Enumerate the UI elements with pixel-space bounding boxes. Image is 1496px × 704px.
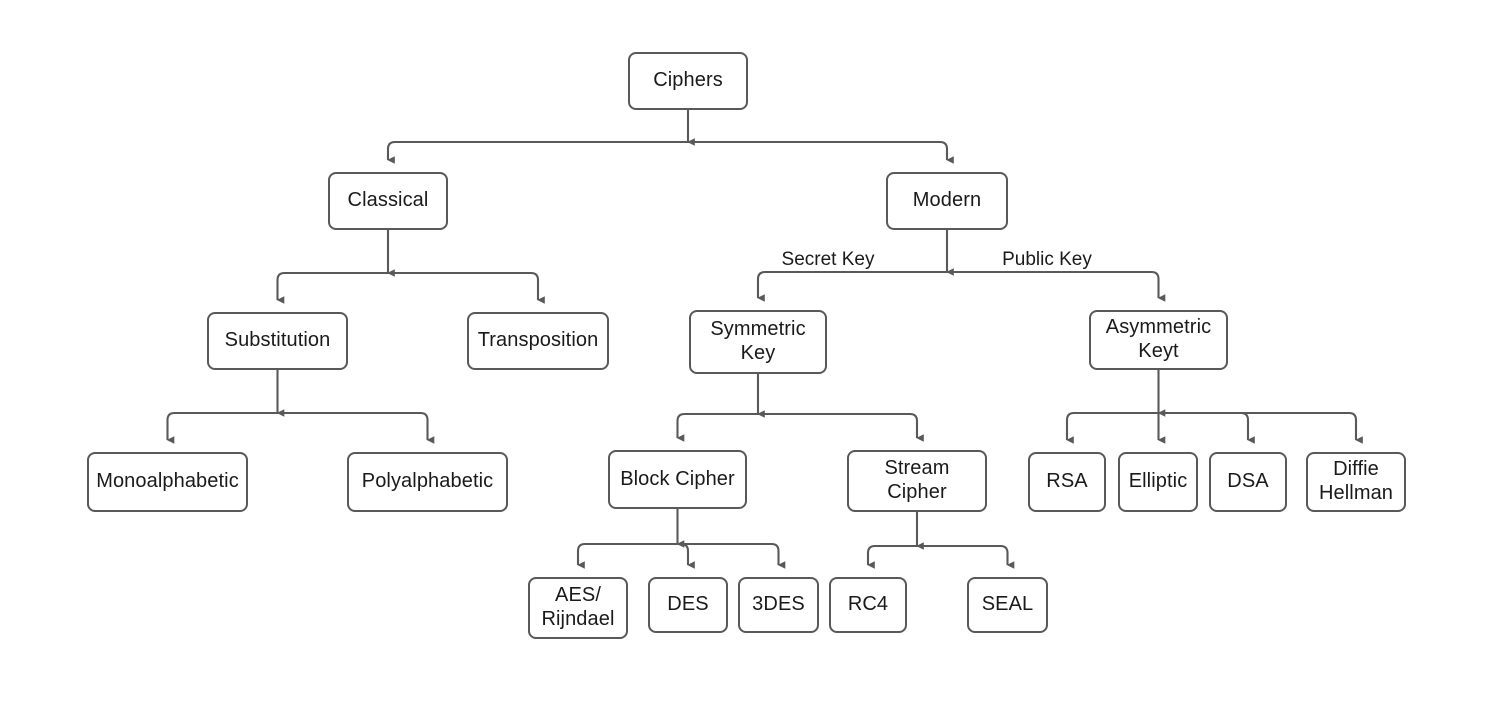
edge-symmetric-to-blockcipher	[676, 412, 758, 442]
edge-classical-to-substitution	[276, 271, 388, 304]
edge-substitution-to-monoalphabetic	[166, 411, 278, 444]
edge-streamcipher-to-seal	[917, 544, 1015, 569]
edge-blockcipher-to-3des	[677, 542, 786, 569]
node-aesrijndael[interactable]: AES/ Rijndael	[528, 577, 628, 639]
edge-modern-to-asymmetric	[947, 270, 1166, 302]
edge-streamcipher-to-rc4	[866, 544, 917, 569]
node-diffiehellman[interactable]: Diffie Hellman	[1306, 452, 1406, 512]
node-classical[interactable]: Classical	[328, 172, 448, 230]
node-des[interactable]: DES	[648, 577, 728, 633]
edge-ciphers-to-classical	[386, 140, 688, 164]
node-asymmetric[interactable]: Asymmetric Keyt	[1089, 310, 1228, 370]
node-ciphers[interactable]: Ciphers	[628, 52, 748, 110]
node-modern[interactable]: Modern	[886, 172, 1008, 230]
node-monoalphabetic[interactable]: Monoalphabetic	[87, 452, 248, 512]
node-dsa[interactable]: DSA	[1209, 452, 1287, 512]
edge-modern-to-symmetric	[756, 270, 947, 302]
node-substitution[interactable]: Substitution	[207, 312, 348, 370]
edge-symmetric-to-streamcipher	[758, 412, 924, 442]
edge-label-secret-key: Secret Key	[776, 249, 880, 271]
edge-blockcipher-to-aesrijndael	[576, 542, 678, 569]
edge-ciphers-to-modern	[688, 140, 954, 164]
node-rc4[interactable]: RC4	[829, 577, 907, 633]
edge-label-public-key: Public Key	[997, 249, 1097, 271]
node-symmetric[interactable]: Symmetric Key	[689, 310, 827, 374]
node-seal[interactable]: SEAL	[967, 577, 1048, 633]
node-transposition[interactable]: Transposition	[467, 312, 609, 370]
edge-substitution-to-polyalphabetic	[277, 411, 435, 444]
edge-asymmetric-to-rsa	[1065, 411, 1159, 444]
edge-classical-to-transposition	[388, 271, 545, 304]
node-blockcipher[interactable]: Block Cipher	[608, 450, 747, 509]
node-streamcipher[interactable]: Stream Cipher	[847, 450, 987, 512]
edge-blockcipher-to-des	[677, 542, 695, 569]
node-polyalphabetic[interactable]: Polyalphabetic	[347, 452, 508, 512]
edge-asymmetric-to-diffiehellman	[1158, 411, 1363, 444]
node-rsa[interactable]: RSA	[1028, 452, 1106, 512]
node-3des[interactable]: 3DES	[738, 577, 819, 633]
edge-asymmetric-to-dsa	[1158, 411, 1255, 444]
node-elliptic[interactable]: Elliptic	[1118, 452, 1198, 512]
